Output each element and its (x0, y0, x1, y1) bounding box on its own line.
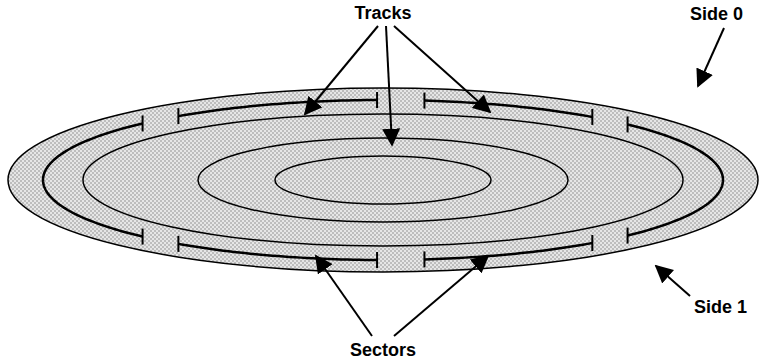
sector-tick (142, 115, 144, 131)
leader-arrow (394, 26, 490, 112)
leader-arrow (698, 28, 724, 86)
part-label: Tracks (354, 3, 411, 23)
sector-tick (177, 108, 179, 124)
sector-arc (424, 101, 592, 117)
sector-tick (591, 235, 593, 251)
leader-arrow (386, 26, 392, 145)
part-label: Sectors (350, 340, 416, 360)
disk-edge (8, 88, 758, 272)
leader-arrow (316, 256, 372, 336)
part-label: Side 0 (690, 4, 743, 24)
sector-tick (423, 251, 425, 267)
sector-tick (376, 252, 378, 268)
leader-arrow (394, 256, 488, 336)
leader-arrow (305, 26, 378, 114)
sector-arc (178, 244, 377, 260)
track-ring (275, 156, 491, 204)
sector-tick (423, 93, 425, 109)
sector-arc (178, 100, 377, 116)
sector-arc (424, 243, 592, 259)
sector-tick (142, 229, 144, 245)
sector-tick (627, 116, 629, 132)
leader-arrow (656, 266, 690, 296)
disk-surface (8, 88, 758, 272)
track-ring (198, 138, 568, 222)
sector-tick (591, 109, 593, 125)
sector-arc (628, 124, 723, 235)
leader-lines (305, 26, 724, 336)
sector-arc (43, 123, 143, 236)
track-ring (83, 114, 683, 246)
sector-tick (177, 236, 179, 252)
sector-tick (376, 92, 378, 108)
sector-tick (627, 228, 629, 244)
part-label: Side 1 (694, 297, 747, 317)
